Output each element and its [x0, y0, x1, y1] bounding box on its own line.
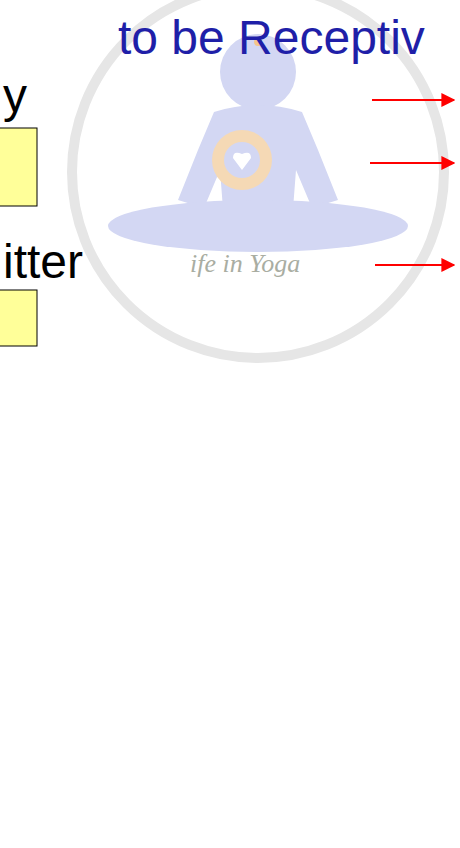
figure-legs [108, 200, 408, 252]
note-box [0, 128, 37, 206]
pointer-arrow [370, 162, 454, 164]
cut-word: itter [3, 236, 83, 289]
note-box [0, 290, 37, 346]
watermark-ring [72, 0, 444, 358]
slide-title: to be Receptiv [118, 12, 425, 65]
pointer-arrow [375, 264, 454, 266]
yoga-watermark [72, 0, 444, 358]
heart-center [224, 142, 260, 178]
pointer-arrow [372, 99, 454, 101]
cut-word: y [3, 70, 27, 123]
red-arrows [370, 100, 454, 265]
watermark-text: ife in Yoga [190, 250, 300, 279]
heart-gem [233, 153, 251, 170]
heart-ring [212, 130, 272, 190]
